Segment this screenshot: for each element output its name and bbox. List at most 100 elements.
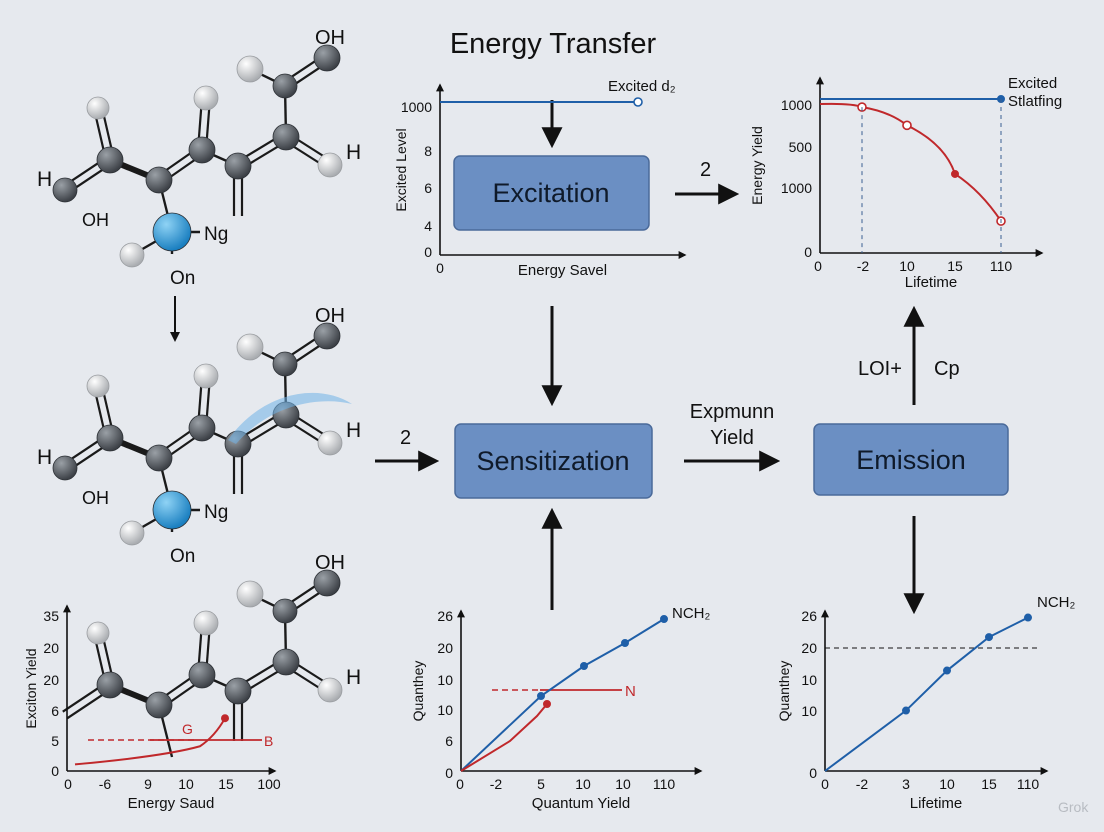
y-axis-label: Exciton Yield xyxy=(23,648,39,728)
data-point xyxy=(633,97,643,107)
atom-label: H xyxy=(37,168,52,191)
threshold-label: N xyxy=(625,683,636,700)
data-point xyxy=(901,706,910,715)
x-tick-label: 0 xyxy=(821,776,829,792)
flow-label-2-left: 2 xyxy=(400,427,411,449)
y-tick-label: 10 xyxy=(801,672,817,688)
svg-text:Emission: Emission xyxy=(856,445,966,475)
y-tick-label: 1000 xyxy=(781,180,812,196)
nitrogen-atom xyxy=(152,212,192,252)
carbon-atom xyxy=(145,444,173,472)
hydrogen-atom xyxy=(317,677,343,703)
x-axis-label: Energy Saud xyxy=(128,795,215,812)
atom-label: OH xyxy=(82,210,109,230)
x-tick-label: 110 xyxy=(990,258,1013,274)
x-tick-label: 10 xyxy=(939,776,955,792)
data-point xyxy=(902,120,912,131)
data-point xyxy=(579,661,588,670)
hydrogen-atom xyxy=(86,96,110,120)
atom-label: Ng xyxy=(204,224,228,245)
y-tick-label: 0 xyxy=(445,765,453,781)
data-point xyxy=(984,633,993,642)
atom-label: OH xyxy=(315,552,345,574)
flow-label-loi: LOI+ xyxy=(858,358,902,380)
carbon-atom xyxy=(188,414,216,442)
annotation-g: G xyxy=(182,721,193,737)
watermark: Grok xyxy=(1058,799,1089,815)
data-point xyxy=(1024,613,1033,622)
carbon-atom xyxy=(96,146,124,174)
y-tick-label: 6 xyxy=(424,180,432,196)
y-tick-label: 10 xyxy=(801,703,817,719)
y-tick-label: 26 xyxy=(801,608,817,624)
x-tick-label: 3 xyxy=(902,776,910,792)
x-tick-label: 0 xyxy=(814,258,822,274)
atom-label: H xyxy=(346,141,361,164)
carbon-atom xyxy=(52,177,78,203)
x-tick-label: -2 xyxy=(857,258,870,274)
atom-label: OH xyxy=(315,27,345,49)
atom-label: H xyxy=(37,446,52,469)
annotation-stlatfing: Stlatfing xyxy=(1008,93,1062,110)
x-tick-label: 10 xyxy=(899,258,915,274)
hydrogen-atom xyxy=(193,363,219,389)
carbon-atom xyxy=(272,598,298,624)
annotation-excited: Excited xyxy=(1008,75,1057,92)
energy-swoosh xyxy=(228,392,352,444)
nitrogen-atom xyxy=(152,490,192,530)
x-axis-label: Lifetime xyxy=(905,274,958,291)
carbon-atom xyxy=(313,569,341,597)
y-tick-label: 0 xyxy=(424,244,432,260)
x-tick-label: -6 xyxy=(99,776,112,792)
series-label-nch2: NCH₂ xyxy=(1037,594,1075,611)
carbon-atom xyxy=(96,671,124,699)
x-tick-label: 10 xyxy=(575,776,591,792)
hydrogen-atom xyxy=(236,580,264,608)
emission-box: Emission xyxy=(813,423,1009,496)
data-point xyxy=(221,714,230,723)
annotation-b: B xyxy=(264,733,273,749)
carbon-atom xyxy=(145,166,173,194)
y-tick-label: 500 xyxy=(789,139,813,155)
x-tick-label: 15 xyxy=(218,776,234,792)
x-tick-label: 100 xyxy=(257,776,281,792)
y-tick-label: 5 xyxy=(51,733,59,749)
y-tick-label: 10 xyxy=(437,672,453,688)
carbon-atom xyxy=(224,152,252,180)
series-label-nch2: NCH₂ xyxy=(672,605,710,622)
atom-label: H xyxy=(346,666,361,689)
hydrogen-atom xyxy=(119,520,145,546)
hydrogen-atom xyxy=(236,333,264,361)
y-tick-label: 1000 xyxy=(401,99,432,115)
carbon-atom xyxy=(313,44,341,72)
x-tick-label: -2 xyxy=(856,776,869,792)
carbon-atom xyxy=(188,136,216,164)
sensitization-box: Sensitization xyxy=(454,423,653,499)
carbon-atom xyxy=(272,123,300,151)
x-tick-label: 15 xyxy=(981,776,997,792)
hydrogen-atom xyxy=(119,242,145,268)
hydrogen-atom xyxy=(236,55,264,83)
carbon-atom xyxy=(52,455,78,481)
y-tick-label: 20 xyxy=(43,672,59,688)
data-point xyxy=(659,614,668,623)
diagram-title: Energy Transfer xyxy=(450,28,657,60)
carbon-atom xyxy=(313,322,341,350)
y-axis-label: Quanthey xyxy=(776,661,792,722)
y-tick-label: 1000 xyxy=(781,97,812,113)
carbon-atom xyxy=(272,73,298,99)
data-point xyxy=(942,666,951,675)
atom-label: OH xyxy=(82,488,109,508)
y-tick-label: 35 xyxy=(43,608,59,624)
carbon-atom xyxy=(272,648,300,676)
hydrogen-atom xyxy=(317,152,343,178)
series-line-red xyxy=(460,703,548,772)
y-tick-label: 0 xyxy=(809,765,817,781)
hydrogen-atom xyxy=(317,430,343,456)
